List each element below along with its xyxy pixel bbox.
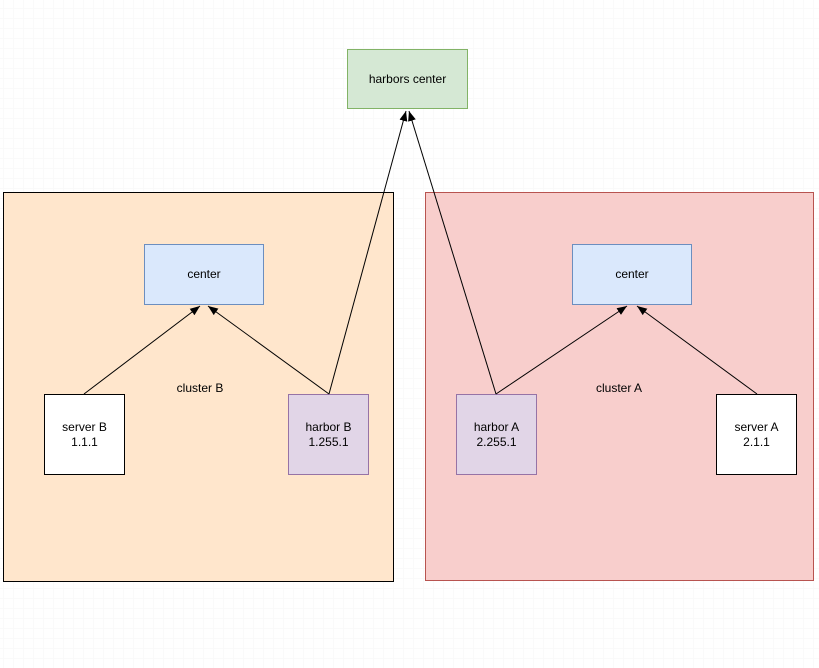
harbor-a-label: harbor A: [473, 419, 520, 434]
cluster-a-label: cluster A: [595, 381, 643, 395]
harbor-b-address: 1.255.1: [308, 434, 349, 449]
server-a-address: 2.1.1: [743, 434, 770, 449]
center-b-node[interactable]: center: [144, 244, 264, 305]
harbor-a-address: 2.255.1: [476, 434, 517, 449]
server-b-node[interactable]: server B 1.1.1: [44, 394, 125, 475]
center-b-label: center: [187, 267, 221, 281]
server-a-label: server A: [734, 419, 779, 434]
harbor-b-node[interactable]: harbor B 1.255.1: [288, 394, 369, 475]
harbor-a-node[interactable]: harbor A 2.255.1: [456, 394, 537, 475]
harbors-center-node[interactable]: harbors center: [347, 49, 468, 109]
harbor-b-label: harbor B: [305, 419, 352, 434]
harbors-center-label: harbors center: [368, 71, 447, 86]
center-a-node[interactable]: center: [572, 244, 692, 305]
server-b-label: server B: [62, 419, 107, 434]
cluster-b-label: cluster B: [176, 381, 224, 395]
center-a-label: center: [615, 267, 649, 281]
server-b-address: 1.1.1: [71, 434, 98, 449]
server-a-node[interactable]: server A 2.1.1: [716, 394, 797, 475]
